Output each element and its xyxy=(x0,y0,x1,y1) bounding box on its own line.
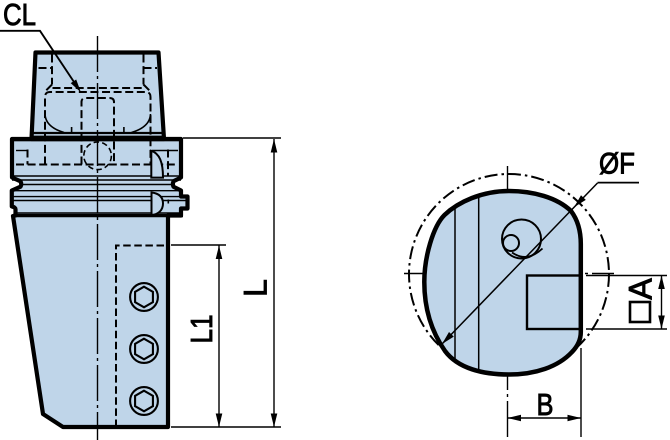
svg-text:B: B xyxy=(537,387,554,422)
svg-text:ØF: ØF xyxy=(599,147,635,180)
svg-text:L: L xyxy=(238,279,274,297)
svg-text:CL: CL xyxy=(3,0,36,32)
svg-text:L1: L1 xyxy=(184,315,219,344)
svg-text:A: A xyxy=(623,278,659,300)
